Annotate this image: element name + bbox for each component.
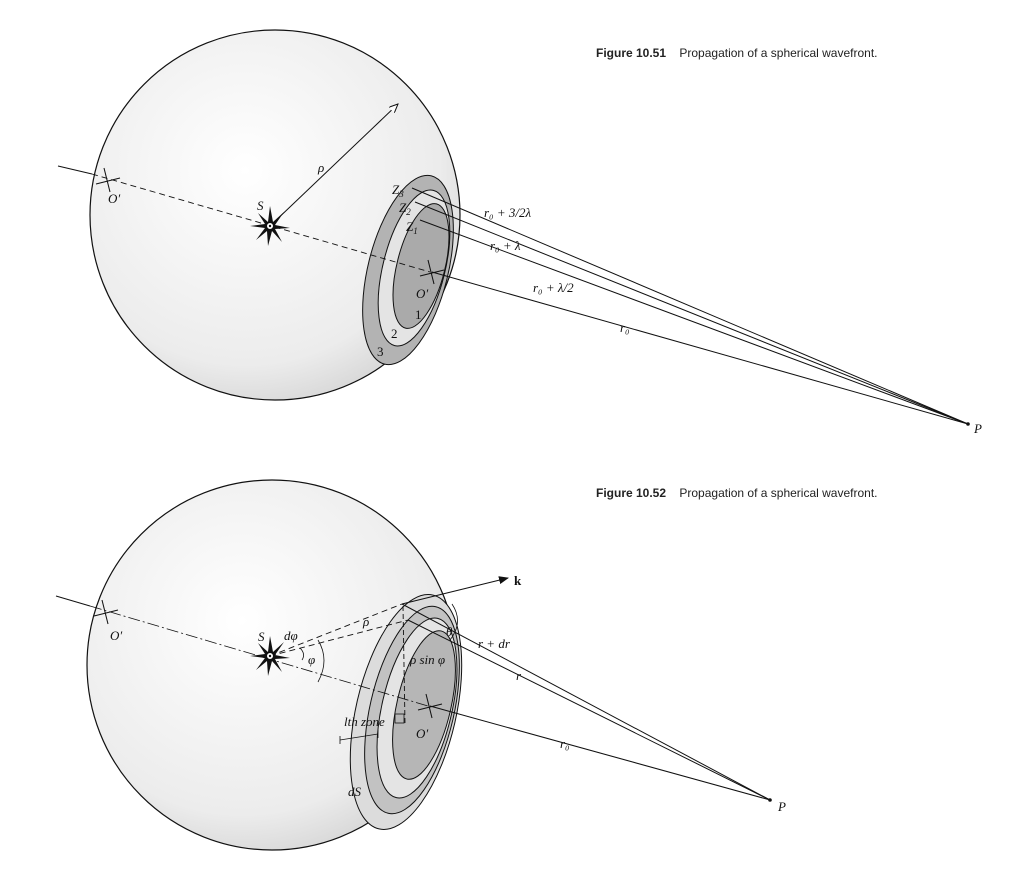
figure-caption-10-51: Figure 10.51 Propagation of a spherical … <box>596 46 878 60</box>
axis-outside <box>57 165 93 175</box>
label-Z3-main: Z <box>392 182 400 197</box>
rho-dashed-radius-1 <box>269 603 403 657</box>
label-zone-3: 3 <box>377 344 384 359</box>
label-zone-2: 2 <box>391 326 398 341</box>
label-P: P <box>777 799 786 814</box>
rho-radius <box>269 104 398 227</box>
label-Z2-sub: 2 <box>406 207 411 217</box>
rays-to-P <box>411 187 969 425</box>
label-theta: θ <box>446 624 453 639</box>
source-star <box>250 636 290 676</box>
label-Z1: Z1 <box>406 219 418 236</box>
rays-to-P <box>401 603 771 801</box>
caption-number: Figure 10.51 <box>596 46 667 60</box>
label-zone-1: 1 <box>415 307 422 322</box>
label-P: P <box>973 421 982 436</box>
source-star <box>250 206 290 246</box>
right-angle-mark <box>394 713 405 724</box>
label-Z2-main: Z <box>399 200 407 215</box>
zone-rings <box>349 594 463 830</box>
phi-arc <box>317 639 325 683</box>
axis-outside <box>55 595 91 607</box>
label-O-left: O′ <box>110 628 122 643</box>
label-rho: ρ <box>317 160 324 175</box>
caption-text: Propagation of a spherical wavefront. <box>679 46 878 60</box>
label-O-right: O′ <box>416 286 428 301</box>
k-vector <box>401 576 509 605</box>
fresnel-zones <box>362 174 454 366</box>
o-prime-left-mark <box>95 167 121 193</box>
figure-caption-10-52: Figure 10.52 Propagation of a spherical … <box>596 486 878 500</box>
axis-dashed <box>91 173 431 273</box>
label-Z2: Z2 <box>399 200 411 217</box>
label-S: S <box>258 629 265 644</box>
label-r0: r₀ <box>620 320 630 335</box>
dphi-arc <box>299 647 304 661</box>
label-lth-zone: lth zone <box>344 714 385 729</box>
theta-arc <box>449 603 458 641</box>
zone-1 <box>392 203 450 329</box>
label-rho: ρ <box>362 614 369 629</box>
o-prime-left-mark <box>93 599 119 625</box>
label-O-left: O′ <box>108 191 120 206</box>
point-P-dot <box>768 798 772 802</box>
label-O-right: O′ <box>416 726 428 741</box>
label-r: r <box>516 668 522 683</box>
lth-zone-bracket <box>339 730 379 744</box>
label-S: S <box>257 198 264 213</box>
label-dS: dS <box>348 784 362 799</box>
label-Z1-main: Z <box>406 219 414 234</box>
label-dphi: dφ <box>284 628 298 643</box>
rho-sin-phi-line <box>402 605 406 725</box>
caption-text: Propagation of a spherical wavefront. <box>679 486 878 500</box>
label-Z1-sub: 1 <box>413 226 418 236</box>
caption-number: Figure 10.52 <box>596 486 667 500</box>
o-prime-right-mark <box>419 259 445 285</box>
figure-10-51: S ρ O′ O′ Z3 Z2 Z1 1 2 3 r₀ + 3/2λ r₀ + … <box>57 29 982 436</box>
label-r0-plus-lambda: r₀ + λ <box>490 238 521 253</box>
label-Z3: Z3 <box>392 182 404 199</box>
label-r0-plus-half-lambda: r₀ + λ/2 <box>533 280 574 295</box>
label-r0-plus-3half-lambda: r₀ + 3/2λ <box>484 205 531 220</box>
label-rho-sin-phi: ρ sin φ <box>409 652 445 667</box>
label-r-plus-dr: r + dr <box>478 636 511 651</box>
rho-dashed-radius-2 <box>269 619 409 657</box>
figure-10-52: S dφ φ ρ ρ sin φ θ r + dr r k⃗ O′ O′ lth… <box>55 479 786 851</box>
label-phi: φ <box>308 652 315 667</box>
point-P-dot <box>966 422 970 426</box>
label-k: k⃗ <box>514 573 531 588</box>
o-prime-right-mark <box>417 693 443 719</box>
label-Z3-sub: 3 <box>398 189 404 199</box>
label-r0: r₀ <box>560 736 570 751</box>
